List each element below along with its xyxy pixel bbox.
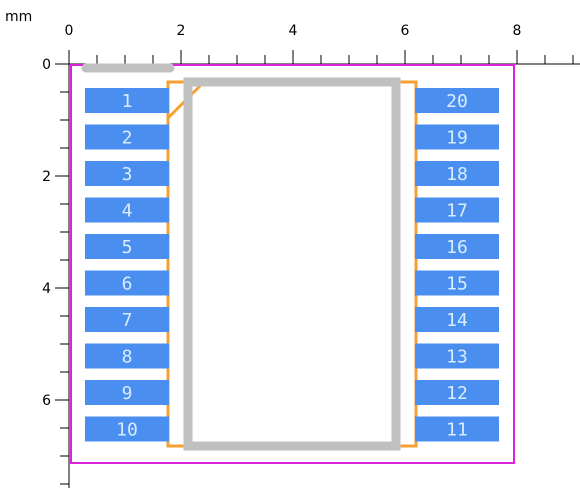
pad-number: 12 xyxy=(446,383,468,404)
units-label: mm xyxy=(5,9,32,25)
pad-shape[interactable] xyxy=(85,88,169,113)
pad-10[interactable]: 10 xyxy=(85,416,169,442)
pad-shape[interactable] xyxy=(85,197,169,223)
pad-5[interactable]: 5 xyxy=(85,234,169,259)
pad-6[interactable]: 6 xyxy=(85,270,169,296)
pad-3[interactable]: 3 xyxy=(85,161,169,186)
x-tick-label: 6 xyxy=(401,23,410,39)
pad-number: 2 xyxy=(122,128,133,149)
pad-13[interactable]: 13 xyxy=(415,343,499,369)
pad-number: 1 xyxy=(122,91,133,112)
y-tick-label: 4 xyxy=(42,281,51,297)
pad-12[interactable]: 12 xyxy=(415,380,499,405)
pad-shape[interactable] xyxy=(85,380,169,405)
pad-number: 15 xyxy=(446,274,468,295)
pad-19[interactable]: 19 xyxy=(415,124,499,150)
pad-shape[interactable] xyxy=(85,124,169,150)
x-axis-ticks: 0 2 4 6 8 xyxy=(65,23,574,64)
pad-11[interactable]: 11 xyxy=(415,416,499,442)
pad-9[interactable]: 9 xyxy=(85,380,169,405)
pad-1[interactable]: 1 xyxy=(85,88,169,113)
pad-shape[interactable] xyxy=(415,197,499,223)
pad-7[interactable]: 7 xyxy=(85,307,169,332)
pad-number: 11 xyxy=(446,420,468,441)
pad-8[interactable]: 8 xyxy=(85,343,169,369)
pad-17[interactable]: 17 xyxy=(415,197,499,223)
pad-2[interactable]: 2 xyxy=(85,124,169,150)
pad-number: 13 xyxy=(446,347,468,368)
pad-4[interactable]: 4 xyxy=(85,197,169,223)
pad-number: 8 xyxy=(122,347,133,368)
y-tick-label: 2 xyxy=(42,169,51,185)
pad-shape[interactable] xyxy=(415,88,499,113)
pad-shape[interactable] xyxy=(85,307,169,332)
pad-number: 7 xyxy=(122,310,133,331)
pad-shape[interactable] xyxy=(415,234,499,259)
pad-shape[interactable] xyxy=(85,416,169,442)
pad-shape[interactable] xyxy=(415,307,499,332)
pad-shape[interactable] xyxy=(415,124,499,150)
x-tick-label: 2 xyxy=(177,23,186,39)
pad-number: 6 xyxy=(122,274,133,295)
right-pads: 20 19 18 17 16 15 14 13 12 11 xyxy=(415,88,499,442)
pad-shape[interactable] xyxy=(415,161,499,186)
pad-15[interactable]: 15 xyxy=(415,270,499,296)
pad-18[interactable]: 18 xyxy=(415,161,499,186)
pad-shape[interactable] xyxy=(415,416,499,442)
x-tick-label: 8 xyxy=(513,23,522,39)
pad-number: 3 xyxy=(122,164,133,185)
x-tick-label: 0 xyxy=(65,23,74,39)
pad-number: 4 xyxy=(122,201,133,222)
pad-14[interactable]: 14 xyxy=(415,307,499,332)
pad-number: 5 xyxy=(122,237,133,258)
y-tick-label: 6 xyxy=(42,393,51,409)
pad-shape[interactable] xyxy=(415,343,499,369)
y-tick-label: 0 xyxy=(42,57,51,73)
pad-number: 18 xyxy=(446,164,468,185)
silkscreen-body xyxy=(183,77,401,451)
courtyard-outline xyxy=(70,64,515,464)
pad-20[interactable]: 20 xyxy=(415,88,499,113)
x-tick-label: 4 xyxy=(289,23,298,39)
pad-number: 14 xyxy=(446,310,468,331)
pad-number: 9 xyxy=(122,383,133,404)
pad-shape[interactable] xyxy=(85,161,169,186)
pad-shape[interactable] xyxy=(85,234,169,259)
left-pads: 1 2 3 4 5 6 7 8 9 10 xyxy=(85,88,169,442)
pad-shape[interactable] xyxy=(85,270,169,296)
pad-16[interactable]: 16 xyxy=(415,234,499,259)
pad-shape[interactable] xyxy=(415,380,499,405)
pad-number: 20 xyxy=(446,91,468,112)
pad-number: 19 xyxy=(446,128,468,149)
y-axis-ticks: 0 2 4 6 xyxy=(42,57,69,485)
pad-number: 10 xyxy=(116,420,138,441)
pad-number: 17 xyxy=(446,201,468,222)
pad-shape[interactable] xyxy=(415,270,499,296)
pad-number: 16 xyxy=(446,237,468,258)
pad-shape[interactable] xyxy=(85,343,169,369)
fab-outline xyxy=(166,80,418,448)
